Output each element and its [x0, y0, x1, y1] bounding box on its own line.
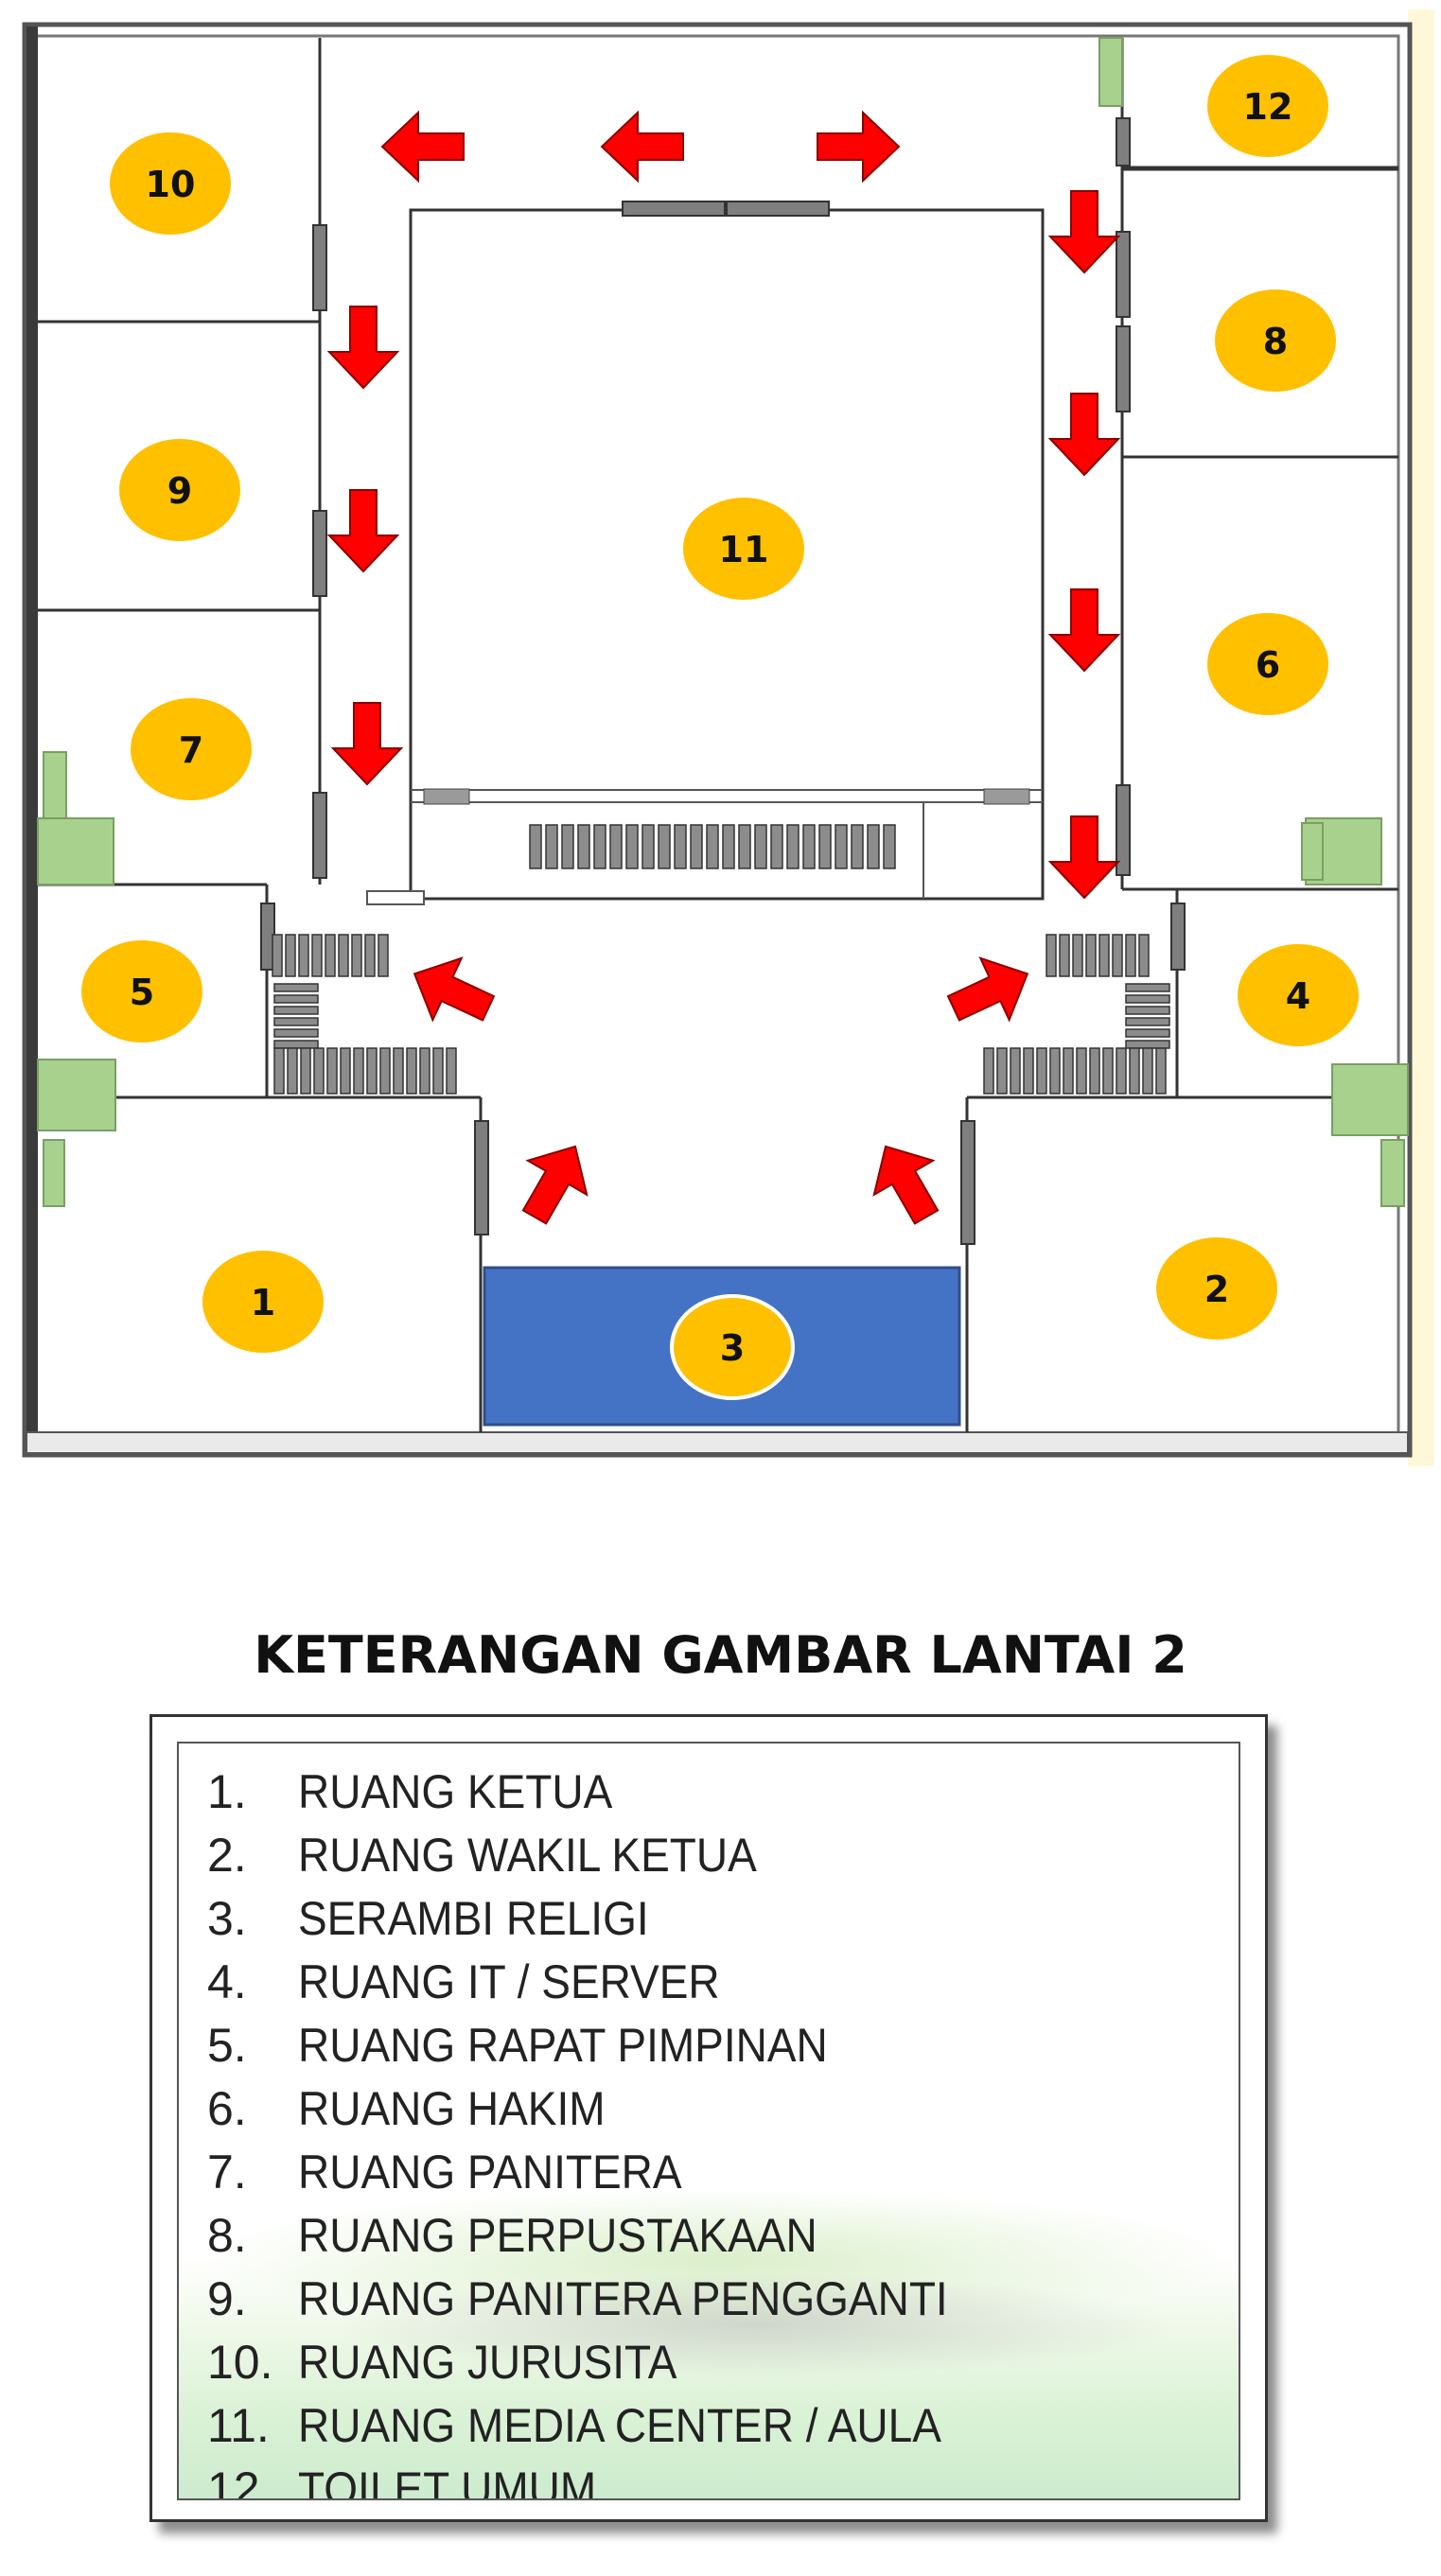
legend-inner-frame: 1. RUANG KETUA 2. RUANG WAKIL KETUA 3. SERAMB… — [177, 1742, 1240, 2500]
room-label-circle — [683, 498, 804, 600]
legend-item-number: 5. — [207, 2019, 247, 2072]
legend-item-number: 12. — [207, 2462, 273, 2500]
room-label-circle — [81, 940, 202, 1043]
legend-item: 1. RUANG KETUA — [207, 1761, 1004, 1824]
room-label-10: 10 — [110, 132, 231, 235]
legend-item-text: TOILET UMUM — [298, 2462, 597, 2500]
legend-item-number: 3. — [207, 1892, 247, 1945]
legend-item-number: 9. — [207, 2272, 247, 2325]
room-label-circle — [119, 439, 240, 541]
legend-item-number: 6. — [207, 2082, 247, 2135]
room-label-number: 5 — [130, 972, 154, 1013]
legend-item-number: 7. — [207, 2146, 247, 2199]
legend-item-text: RUANG PANITERA PENGGANTI — [298, 2272, 948, 2325]
direction-arrow — [872, 1145, 940, 1225]
room-label-number: 8 — [1263, 321, 1288, 362]
green-blocks — [37, 37, 1409, 1207]
direction-arrow — [326, 306, 400, 390]
room-label-7: 7 — [131, 698, 252, 800]
stair-benches — [272, 824, 1170, 1095]
direction-arrow — [817, 110, 901, 184]
legend-item: 8. RUANG PERPUSTAKAAN — [207, 2204, 1004, 2268]
legend-item: 4. RUANG IT / SERVER — [207, 1951, 1004, 2014]
direction-arrow — [413, 956, 496, 1023]
room-label-9: 9 — [119, 439, 240, 541]
legend-item-text: RUANG MEDIA CENTER / AULA — [298, 2399, 941, 2452]
legend-item-text: RUANG KETUA — [298, 1765, 613, 1818]
legend-item: 11. RUANG MEDIA CENTER / AULA — [207, 2394, 1004, 2458]
legend-item-number: 1. — [207, 1765, 247, 1818]
room-label-2: 2 — [1156, 1237, 1277, 1340]
legend-item: 2. RUANG WAKIL KETUA — [207, 1824, 1004, 1887]
room-label-circle — [670, 1294, 795, 1400]
room-label-5: 5 — [81, 940, 202, 1043]
room-label-number: 2 — [1204, 1269, 1229, 1310]
room-label-3: 3 — [670, 1294, 795, 1400]
legend-item: 12. TOILET UMUM — [207, 2458, 1004, 2500]
direction-arrow — [1047, 393, 1121, 477]
legend-list: 1. RUANG KETUA 2. RUANG WAKIL KETUA 3. SERAMB… — [207, 1761, 1004, 2500]
legend-item-text: RUANG RAPAT PIMPINAN — [298, 2019, 828, 2072]
room-label-11: 11 — [683, 498, 804, 600]
room-label-number: 9 — [167, 470, 192, 512]
legend-item: 6. RUANG HAKIM — [207, 2077, 1004, 2141]
edge-tint — [1408, 9, 1434, 1466]
direction-arrow — [946, 956, 1029, 1023]
room-label-number: 10 — [146, 164, 196, 205]
room-label-circle — [1156, 1237, 1277, 1340]
direction-arrows — [326, 110, 1121, 1225]
room-label-number: 7 — [179, 729, 203, 771]
room-label-number: 3 — [720, 1327, 745, 1369]
room-label-circle — [202, 1251, 324, 1353]
legend-item-number: 4. — [207, 1955, 247, 2008]
legend-item-text: RUANG IT / SERVER — [298, 1955, 720, 2008]
direction-arrow — [600, 110, 684, 184]
legend-title: KETERANGAN GAMBAR LANTAI 2 — [254, 1625, 1187, 1685]
legend-item: 10. RUANG JURUSITA — [207, 2331, 1004, 2394]
doors — [260, 117, 1186, 1245]
direction-arrow — [1047, 815, 1121, 900]
room-label-number: 4 — [1286, 975, 1310, 1017]
legend-item-number: 11. — [207, 2399, 270, 2452]
legend-item: 5. RUANG RAPAT PIMPINAN — [207, 2014, 1004, 2077]
room-label-circle — [110, 132, 231, 235]
room-label-number: 6 — [1256, 644, 1280, 686]
legend-box: 1. RUANG KETUA 2. RUANG WAKIL KETUA 3. SERAMB… — [149, 1714, 1268, 2522]
legend-item-text: RUANG HAKIM — [298, 2082, 606, 2135]
room-label-4: 4 — [1238, 944, 1359, 1046]
legend-item-text: RUANG PANITERA — [298, 2146, 682, 2199]
room-label-12: 12 — [1207, 55, 1328, 157]
direction-arrow — [326, 489, 400, 573]
legend-item: 9. RUANG PANITERA PENGGANTI — [207, 2268, 1004, 2331]
legend-item: 3. SERAMBI RELIGI — [207, 1887, 1004, 1951]
legend-item-text: RUANG PERPUSTAKAAN — [298, 2209, 817, 2262]
legend-item-number: 2. — [207, 1829, 247, 1882]
room-label-circle — [131, 698, 252, 800]
room-label-6: 6 — [1207, 613, 1328, 715]
legend-item-text: RUANG JURUSITA — [298, 2336, 677, 2389]
legend-item: 7. RUANG PANITERA — [207, 2141, 1004, 2204]
direction-arrow — [521, 1145, 589, 1225]
legend-item-number: 10. — [207, 2336, 273, 2389]
direction-arrow — [1047, 190, 1121, 274]
room-label-1: 1 — [202, 1251, 324, 1353]
direction-arrow — [330, 702, 404, 786]
direction-arrow — [380, 110, 465, 184]
legend-item-text: RUANG WAKIL KETUA — [298, 1829, 757, 1882]
direction-arrow — [1047, 588, 1121, 673]
room-label-8: 8 — [1215, 289, 1336, 392]
room-label-circle — [1207, 55, 1328, 157]
room-label-circle — [1207, 613, 1328, 715]
room-label-number: 1 — [251, 1282, 275, 1323]
legend-item-text: SERAMBI RELIGI — [298, 1892, 649, 1945]
room-label-circle — [1238, 944, 1359, 1046]
room-label-number: 12 — [1243, 86, 1293, 128]
room-label-number: 11 — [719, 529, 769, 570]
room-label-circle — [1215, 289, 1336, 392]
legend-item-number: 8. — [207, 2209, 247, 2262]
